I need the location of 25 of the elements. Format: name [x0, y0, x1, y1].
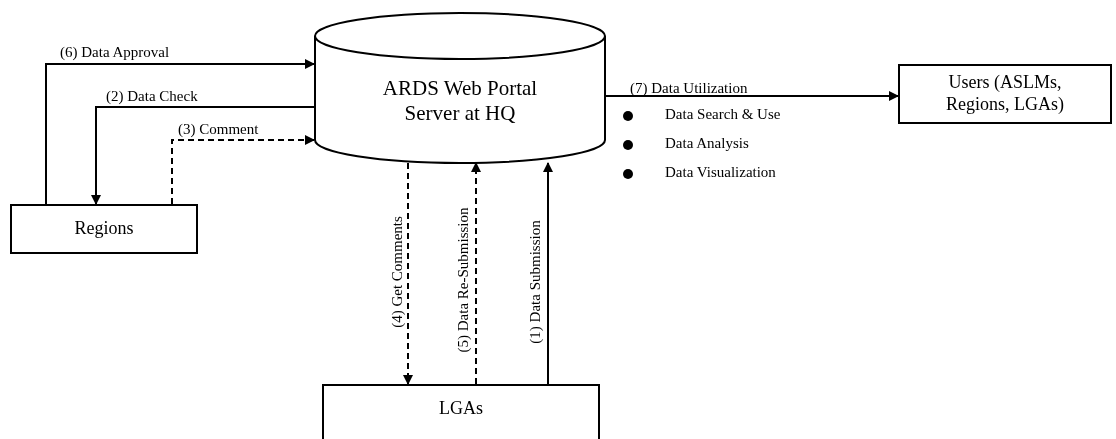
- arrow: [45, 59, 315, 205]
- edge-label: (2) Data Check: [106, 88, 198, 105]
- node-label: Regions: [74, 218, 134, 240]
- arrow: [91, 106, 315, 205]
- arrow: [171, 135, 315, 205]
- bullet-text: Data Visualization: [665, 164, 776, 181]
- process-box: [322, 384, 600, 439]
- node-label: LGAs: [439, 398, 483, 420]
- arrow: [471, 162, 481, 385]
- arrow: [543, 162, 553, 385]
- database-cylinder: [314, 12, 606, 164]
- edge-label: (4) Get Comments: [388, 216, 406, 328]
- node-label: ARDS Web Portal Server at HQ: [381, 75, 539, 127]
- process-box: [898, 64, 1112, 124]
- bullet-text: Data Analysis: [665, 135, 749, 152]
- arrow: [605, 91, 899, 101]
- edge-label: (1) Data Submission: [526, 220, 544, 344]
- bullet-text: Data Search & Use: [665, 106, 781, 123]
- edge-label: (3) Comment: [178, 121, 259, 138]
- arrow: [403, 162, 413, 385]
- node-label: Users (ASLMs, Regions, LGAs): [945, 72, 1065, 116]
- edge-label: (6) Data Approval: [60, 44, 170, 61]
- edge-label: (7) Data Utilization: [630, 80, 748, 97]
- edge-label: (5) Data Re-Submission: [454, 207, 472, 353]
- process-box: [10, 204, 198, 254]
